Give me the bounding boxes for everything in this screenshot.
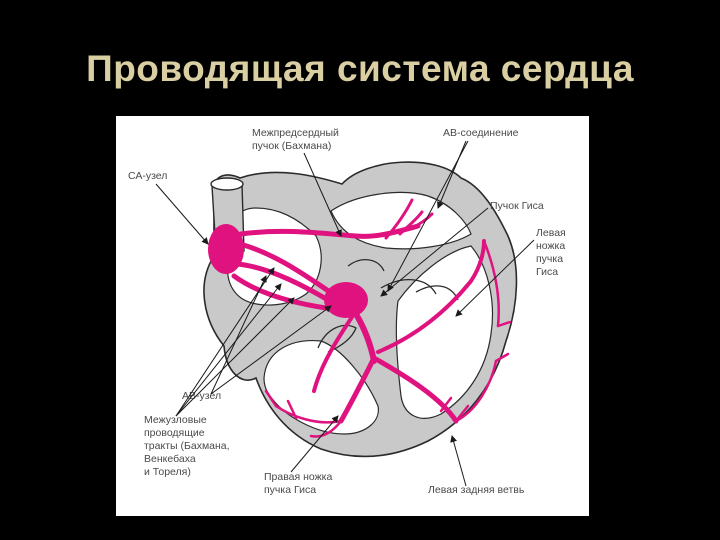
left-bundle-branch-line-3: пучка (536, 253, 563, 265)
internodal-tracts-line-2: проводящие (144, 427, 205, 439)
label-av-node: АВ-узел (182, 390, 221, 402)
leader-internodal-2 (175, 283, 282, 417)
leader-left-posterior-fascicle (450, 435, 467, 487)
septal-branch (312, 312, 356, 393)
internodal-tracts-line-4: Венкебаха (144, 453, 196, 465)
internodal-tracts-line-1: Межузловые (144, 414, 207, 426)
heart-conduction-diagram: Межпредсердный пучок (Бахмана) АВ-соедин… (116, 116, 589, 516)
purkinje-branch-4 (286, 399, 298, 420)
purkinje-branch-7 (439, 396, 453, 413)
purkinje-branch-9 (494, 352, 510, 363)
left-bundle-branch (371, 355, 459, 424)
atrial-branch-1 (384, 198, 414, 240)
label-sa-node: СА-узел (128, 170, 167, 182)
atrial-branch-2 (398, 210, 424, 236)
label-internodal-tracts: Межузловые проводящие тракты (Бахмана, В… (144, 414, 230, 478)
leader-his-bundle (380, 207, 489, 297)
purkinje-branch-8 (482, 239, 500, 328)
label-left-bundle-branch: Левая ножка пучка Гиса (536, 227, 566, 278)
leader-av-node-1 (210, 275, 267, 395)
purkinje-branch-6 (454, 404, 470, 423)
valve-leaflet-4 (347, 259, 385, 272)
interatrial-bundle (238, 223, 421, 239)
interatrial-bundle-line-1: Межпредсердный (252, 127, 339, 139)
leader-internodal-1 (175, 267, 275, 417)
interatrial-bundle-line-2: пучок (Бахмана) (252, 140, 331, 152)
right-bundle-branch-line-1: Правая ножка (264, 471, 332, 483)
leader-av-junction-2 (387, 140, 469, 292)
left-anterior-fascicle (376, 239, 486, 354)
leader-left-bundle-branch (455, 239, 535, 317)
label-right-bundle-branch: Правая ножка пучка Гиса (264, 471, 332, 496)
left-bundle-branch-line-2: ножка (536, 240, 565, 252)
label-left-posterior-fascicle: Левая задняя ветвь (428, 484, 525, 496)
sa-node-shape (208, 224, 244, 274)
internodal-tracts-line-3: тракты (Бахмана, (144, 440, 230, 452)
purkinje-branch-2 (309, 419, 343, 438)
right-bundle-branch (338, 355, 377, 424)
label-interatrial-bundle: Межпредсердный пучок (Бахмана) (252, 127, 339, 152)
internodal-tracts-line-5: и Тореля) (144, 466, 191, 478)
internodal-tract-1 (237, 241, 333, 295)
slide-title: Проводящая система сердца (86, 48, 634, 89)
leader-av-junction-1 (437, 140, 467, 209)
purkinje-branch-5 (454, 359, 498, 423)
leader-right-bundle-branch (290, 415, 339, 473)
left-ventricle-cavity (395, 245, 494, 419)
leader-sa-node (155, 183, 209, 245)
internodal-tract-2 (233, 261, 331, 303)
label-his-bundle: Пучок Гиса (490, 200, 544, 212)
label-av-junction: АВ-соединение (443, 127, 519, 139)
leader-interatrial-bundle (303, 152, 342, 237)
leader-internodal-3 (175, 297, 295, 417)
atrial-branch-3 (410, 212, 434, 230)
av-node-shape (324, 282, 368, 318)
purkinje-branch-10 (496, 320, 512, 328)
valve-leaflet-2 (380, 278, 437, 295)
purkinje-branch-3 (264, 389, 278, 408)
right-bundle-branch-line-2: пучка Гиса (264, 484, 316, 496)
leader-lines (155, 140, 535, 487)
conduction-system (208, 198, 512, 438)
left-bundle-branch-line-4: Гиса (536, 266, 558, 278)
leader-av-node-2 (210, 305, 332, 395)
left-bundle-branch-line-1: Левая (536, 227, 566, 239)
internodal-tract-3 (231, 273, 329, 311)
valve-leaflet-1 (317, 324, 357, 353)
